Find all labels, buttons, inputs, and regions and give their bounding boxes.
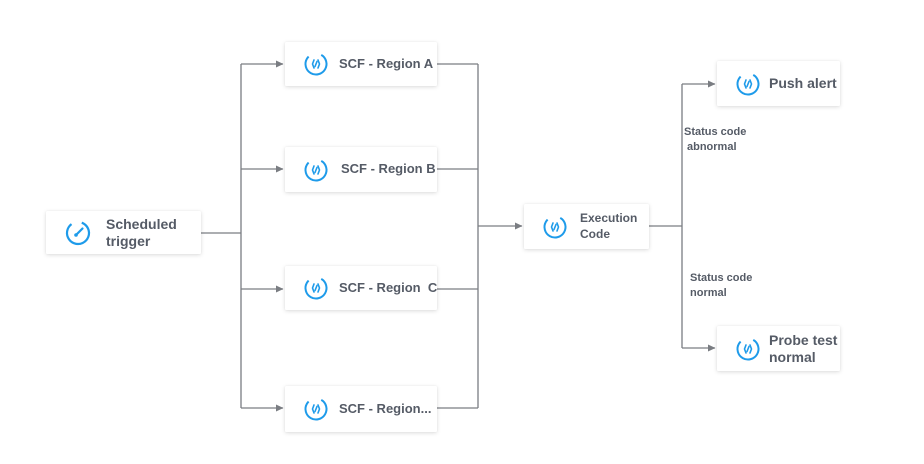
scf-function-icon: [303, 275, 329, 301]
scf-region-c-node[interactable]: SCF - Region C: [285, 266, 437, 310]
scf-region-b-label: SCF - Region B: [341, 161, 436, 177]
scf-region-c-label: SCF - Region C: [339, 279, 438, 295]
scf-function-icon: [542, 214, 568, 240]
status-abnormal-label-line1: Status code: [684, 126, 747, 138]
probe-test-normal-label-line2: normal: [769, 348, 816, 365]
probe-test-normal-node[interactable]: Probe test normal: [717, 326, 840, 371]
push-alert-label: Push alert: [769, 75, 837, 92]
scf-region-a-label: SCF - Region A: [339, 55, 434, 71]
scf-function-icon: [303, 396, 329, 422]
scheduled-trigger-label: Scheduled trigger: [106, 216, 177, 248]
execution-code-label-line2: Code: [580, 226, 610, 241]
timer-icon: [64, 219, 92, 247]
scf-function-icon: [735, 71, 761, 97]
scf-function-icon: [735, 336, 761, 362]
probe-test-normal-label-line1: Probe test: [769, 332, 838, 349]
status-abnormal-label: Status code abnormal: [684, 125, 746, 155]
scf-region-a-node[interactable]: SCF - Region A: [285, 42, 437, 86]
scf-region-b-node[interactable]: SCF - Region B: [285, 147, 437, 192]
status-normal-label-line2: normal: [690, 286, 727, 299]
scf-region-more-label: SCF - Region...: [339, 400, 432, 416]
scf-function-icon: [303, 51, 329, 77]
execution-code-label: Execution Code: [580, 211, 637, 242]
scheduled-trigger-label-line2: trigger: [106, 232, 151, 249]
scf-function-icon: [303, 157, 329, 183]
status-abnormal-label-line2: abnormal: [687, 140, 737, 153]
scheduled-trigger-label-line1: Scheduled: [106, 216, 177, 233]
execution-code-label-line1: Execution: [580, 210, 638, 225]
status-normal-label-line1: Status code: [690, 272, 753, 284]
scheduled-trigger-node[interactable]: Scheduled trigger: [46, 211, 201, 254]
probe-test-normal-label: Probe test normal: [769, 332, 837, 364]
execution-code-node[interactable]: Execution Code: [524, 204, 649, 249]
push-alert-node[interactable]: Push alert: [717, 61, 840, 106]
status-normal-label: Status code normal: [690, 271, 752, 301]
scf-region-more-node[interactable]: SCF - Region...: [285, 386, 437, 432]
